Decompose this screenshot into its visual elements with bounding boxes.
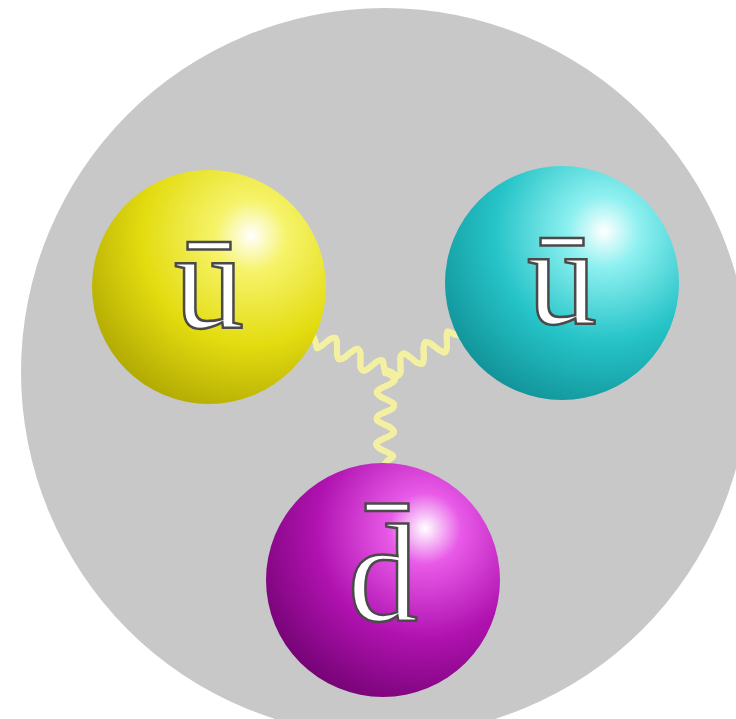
gluon-path — [385, 331, 458, 375]
quark-symbol: ū — [527, 207, 597, 347]
sphere-fill — [92, 170, 326, 404]
quark-symbol: ū — [174, 211, 244, 351]
sphere-fill — [445, 166, 679, 400]
antiquark-ball: ū — [91, 169, 327, 405]
antiquark-ball: ū — [444, 165, 680, 401]
gluon-line — [314, 331, 459, 375]
gluon-path — [314, 337, 386, 373]
hadron-circle — [21, 8, 736, 719]
gluon-line — [314, 337, 395, 464]
gluon-path — [376, 372, 395, 464]
gluon-path — [314, 337, 386, 373]
sphere-fill — [266, 463, 500, 697]
gluon-path — [385, 331, 458, 375]
gluon-path — [376, 372, 395, 464]
quark-symbol: d̄ — [348, 504, 418, 644]
antiquark-ball: d̄ — [265, 462, 501, 698]
gluon-line — [376, 331, 458, 464]
